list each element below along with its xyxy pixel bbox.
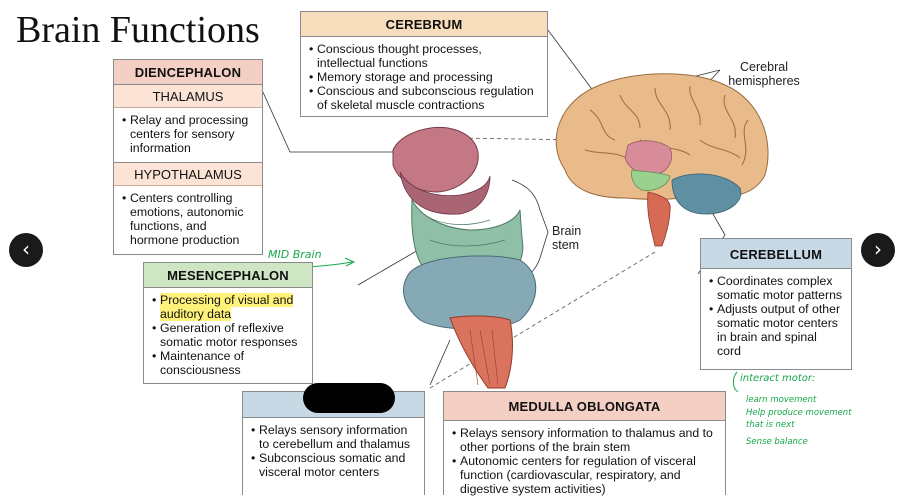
mesencephalon-item: Maintenance of consciousness	[152, 349, 304, 377]
hypothalamus-heading: HYPOTHALAMUS	[114, 163, 262, 186]
mesencephalon-box: MESENCEPHALON Processing of visual and a…	[143, 262, 313, 384]
mesencephalon-heading: MESENCEPHALON	[144, 263, 312, 288]
cerebellum-heading: CEREBELLUM	[701, 239, 851, 269]
brain-stem-bracket-tip	[539, 209, 549, 259]
redaction-mark	[303, 383, 395, 413]
medulla-item: Relays sensory information to thalamus a…	[452, 426, 717, 454]
thalamus-item: Relay and processing centers for sensory…	[122, 113, 254, 155]
cerebellum-note-1: learn movement	[746, 395, 817, 405]
cerebellum-list: Coordinates complex somatic motor patter…	[701, 269, 851, 362]
diencephalon-box: DIENCEPHALON THALAMUS Relay and processi…	[113, 59, 263, 255]
cerebellum-item: Adjusts output of other somatic motor ce…	[709, 302, 843, 358]
pons-list: Relays sensory information to cerebellum…	[243, 418, 424, 483]
highlighted-text: Processing of visual and auditory data	[160, 293, 294, 321]
medulla-list: Relays sensory information to thalamus a…	[444, 421, 725, 500]
diencephalon-leader	[261, 89, 398, 153]
mid-brain-note: MID Brain	[268, 248, 322, 261]
cerebellum-note-3: Sense balance	[746, 437, 808, 447]
pons-item: Subconscious somatic and visceral motor …	[251, 451, 416, 479]
cerebellum-box: CEREBELLUM Coordinates complex somatic m…	[700, 238, 852, 370]
pons-leader	[429, 339, 451, 386]
cerebrum-item: Conscious and subconscious regulation of…	[309, 84, 539, 112]
page-title: Brain Functions	[16, 9, 260, 51]
cerebellum-note-title: interact motor:	[740, 373, 816, 384]
prev-slide-button[interactable]: ‹	[9, 233, 43, 267]
mesencephalon-item: Processing of visual and auditory data	[152, 293, 304, 321]
mesencephalon-list: Processing of visual and auditory data G…	[144, 288, 312, 381]
dashed-guide-bottom	[429, 251, 656, 389]
cerebrum-box: CEREBRUM Conscious thought processes, in…	[300, 11, 548, 117]
whole-brain	[555, 73, 769, 247]
thalamus-heading: THALAMUS	[114, 85, 262, 108]
medulla-heading: MEDULLA OBLONGATA	[444, 392, 725, 421]
cerebrum-item: Conscious thought processes, intellectua…	[309, 42, 539, 70]
medulla-item: Autonomic centers for regulation of visc…	[452, 454, 717, 496]
cerebellum-note-2: Help produce movement that is next	[746, 408, 852, 430]
brain-stem-label: Brain stem	[552, 224, 582, 252]
cerebellum-item: Coordinates complex somatic motor patter…	[709, 274, 843, 302]
mesencephalon-item: Generation of reflexive somatic motor re…	[152, 321, 304, 349]
thalamus-list: Relay and processing centers for sensory…	[114, 108, 262, 163]
pons-item: Relays sensory information to cerebellum…	[251, 423, 416, 451]
cerebral-hemispheres-label: Cerebral hemispheres	[728, 60, 800, 88]
next-slide-button[interactable]: ›	[861, 233, 895, 267]
brain-stem-illustration	[392, 126, 537, 389]
hypothalamus-item: Centers controlling emotions, autonomic …	[122, 191, 254, 247]
medulla-box: MEDULLA OBLONGATA Relays sensory informa…	[443, 391, 726, 496]
diencephalon-heading: DIENCEPHALON	[114, 60, 262, 85]
cerebrum-heading: CEREBRUM	[301, 12, 547, 37]
cerebellum-note-bracket	[732, 371, 739, 393]
hypothalamus-list: Centers controlling emotions, autonomic …	[114, 186, 262, 251]
cerebrum-item: Memory storage and processing	[309, 70, 539, 84]
cerebrum-list: Conscious thought processes, intellectua…	[301, 37, 547, 116]
